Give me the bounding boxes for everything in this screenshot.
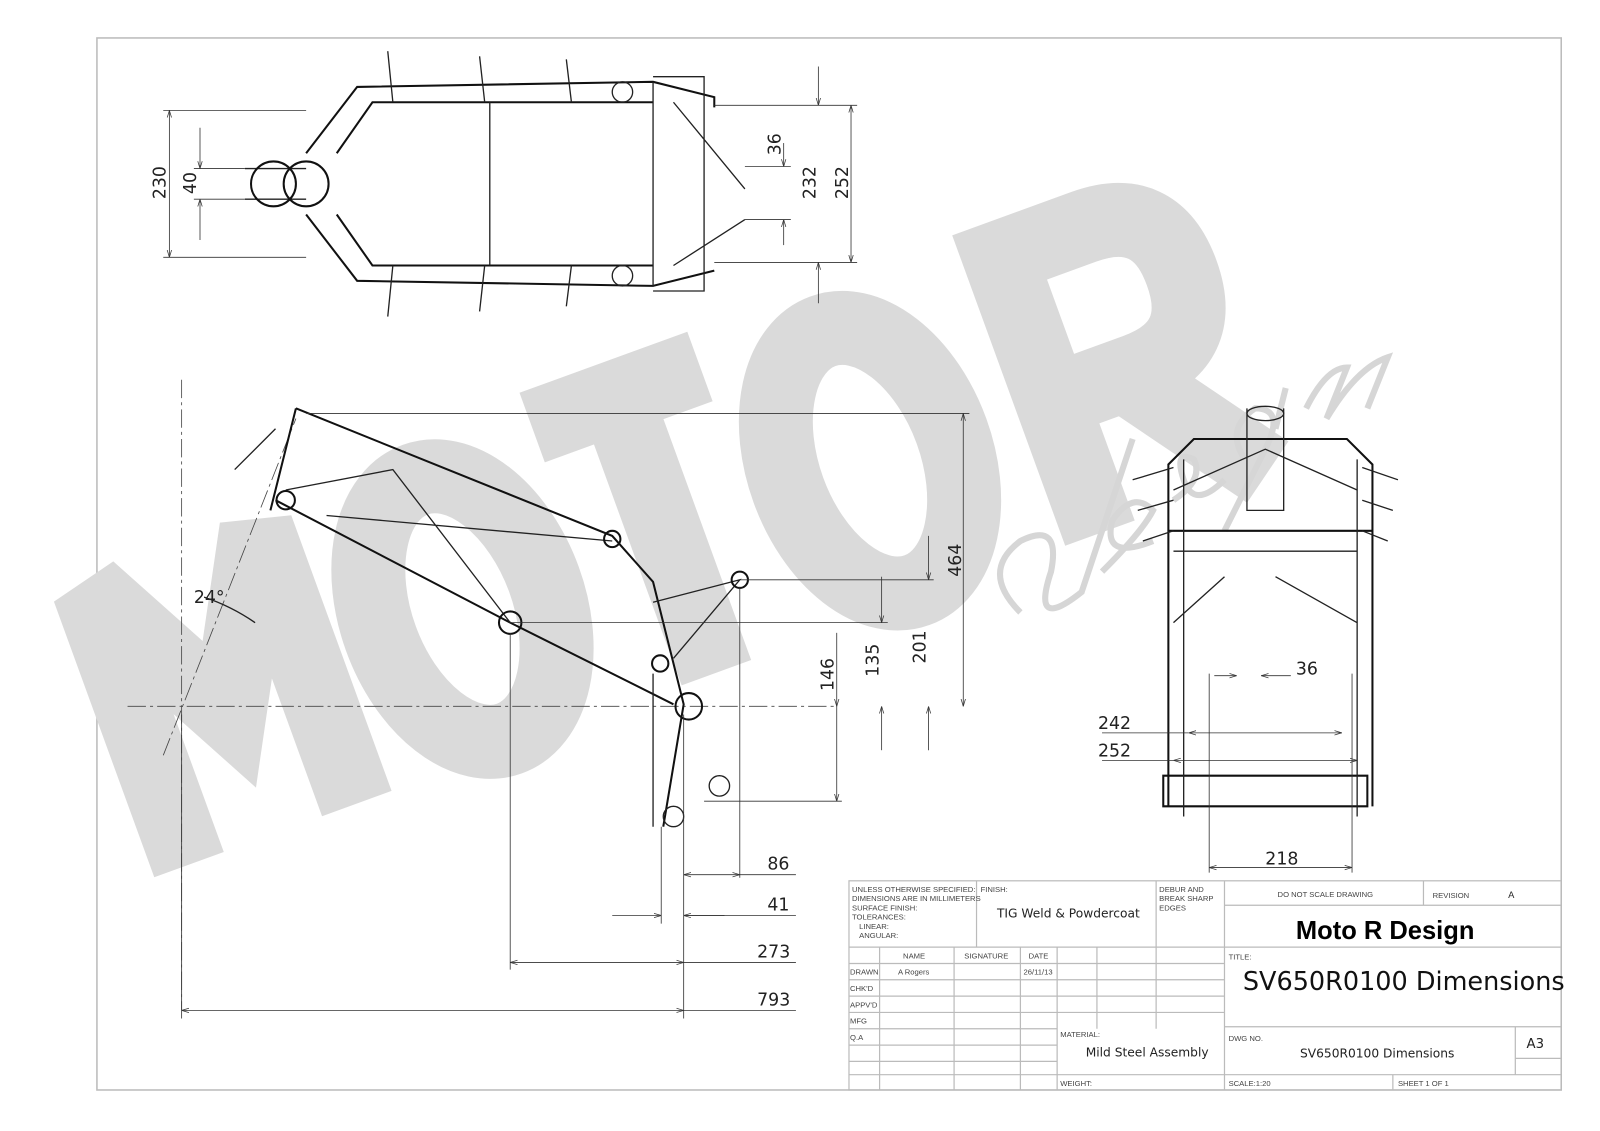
spec-line: DIMENSIONS ARE IN MILLIMETERS [852,894,981,903]
drawn-date: 26/11/13 [1023,968,1052,977]
side-view: 24° 464 201 135 146 86 41 273 793 [127,379,970,1019]
header-date: DATE [1029,951,1049,960]
debur-note: BREAK SHARP [1159,894,1213,903]
dim-232: 232 [800,166,820,199]
finish-label: FINISH: [981,885,1008,894]
scale: SCALE:1:20 [1229,1079,1271,1088]
revision-label: REVISION [1433,891,1470,900]
role-drawn: DRAWN [850,968,879,977]
dim-218: 218 [1265,849,1298,869]
weight-label: WEIGHT: [1060,1079,1092,1088]
dim-36-front: 36 [1296,660,1318,680]
dim-273: 273 [757,942,790,962]
sheet-size: A3 [1527,1037,1545,1052]
title-block: UNLESS OTHERWISE SPECIFIED: DIMENSIONS A… [848,880,1565,1091]
spec-line: UNLESS OTHERWISE SPECIFIED: [852,885,975,894]
spec-line: ANGULAR: [859,931,898,940]
spec-line: LINEAR: [859,922,889,931]
spec-line: SURFACE FINISH: [852,903,917,912]
material-label: MATERIAL: [1060,1030,1100,1039]
dim-252-front: 252 [1098,741,1131,761]
spec-line: TOLERANCES: [852,913,906,922]
material-value: Mild Steel Assembly [1086,1045,1209,1059]
drawing-title: SV650R0100 Dimensions [1243,967,1565,997]
front-view: 36 242 252 218 [1098,405,1399,873]
sheet-number: SHEET 1 OF 1 [1398,1079,1449,1088]
dim-230: 230 [150,166,170,199]
dim-40: 40 [181,172,201,194]
dim-201: 201 [911,630,931,663]
dim-41: 41 [767,895,789,915]
finish-value: TIG Weld & Powdercoat [996,907,1140,921]
dim-242: 242 [1098,714,1131,734]
role-approved: APPV'D [850,1000,878,1009]
drawn-name: A Rogers [898,968,930,977]
sheet-border [96,37,1562,1091]
debur-note: DEBUR AND [1159,885,1204,894]
dim-86: 86 [767,855,789,875]
dim-36-top: 36 [766,133,786,155]
dim-252-top: 252 [833,166,853,199]
watermark-script [996,352,1394,615]
dim-793: 793 [757,990,790,1010]
watermark [53,182,1394,878]
dim-135: 135 [864,644,884,677]
header-signature: SIGNATURE [964,951,1008,960]
debur-note: EDGES [1159,903,1186,912]
angle-24: 24° [194,588,225,608]
title-label: TITLE: [1229,952,1252,961]
dim-146: 146 [819,658,839,691]
role-checked: CHK'D [850,984,874,993]
do-not-scale: DO NOT SCALE DRAWING [1278,890,1374,899]
company-name: Moto R Design [1296,917,1475,945]
top-view: 230 40 36 232 252 [150,51,858,317]
dwg-number: SV650R0100 Dimensions [1300,1046,1454,1060]
header-name: NAME [903,951,925,960]
role-mfg: MFG [850,1017,867,1026]
role-qa: Q.A [850,1033,864,1042]
dwg-label: DWG NO. [1229,1034,1263,1043]
dim-464: 464 [946,544,966,577]
revision-value: A [1508,890,1515,901]
